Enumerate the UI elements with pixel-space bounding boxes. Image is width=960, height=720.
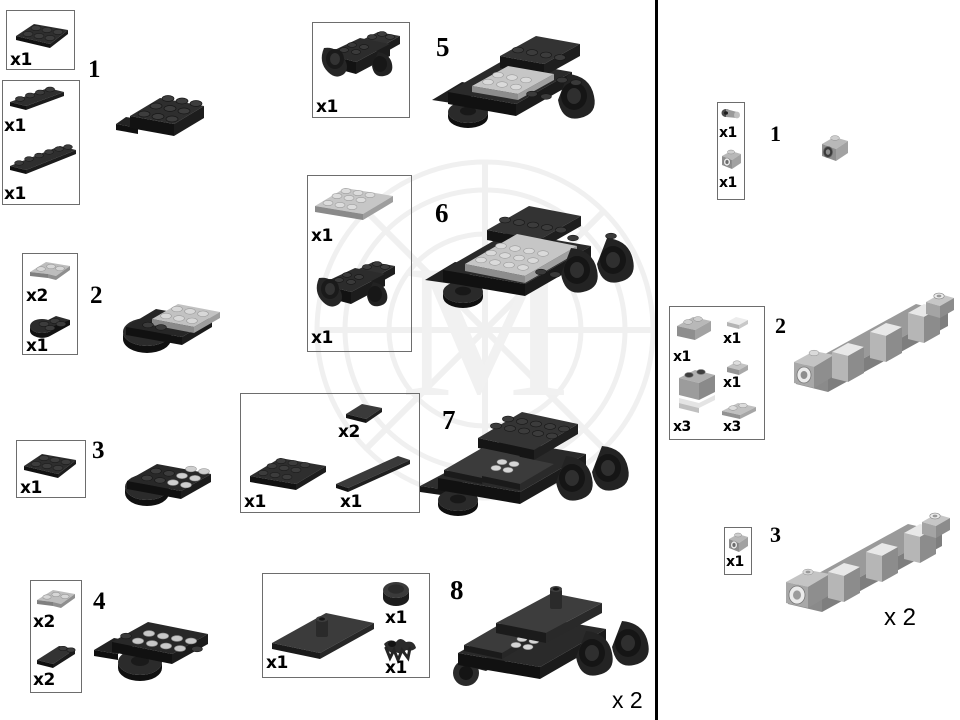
parts-box-left-1b bbox=[2, 80, 80, 205]
step-number-mid-6: 6 bbox=[435, 198, 449, 228]
parts-box-mid-5 bbox=[312, 22, 410, 118]
part-brick-1x1-hole-grey-3 bbox=[726, 529, 752, 557]
part-plate-4x6-with-pin bbox=[268, 605, 380, 667]
qty-right-2-3: x1 bbox=[723, 375, 741, 391]
qty-mid-7-3: x1 bbox=[340, 492, 362, 512]
qty-mid-8-2: x1 bbox=[385, 608, 407, 628]
multiplier-mid-8: x 2 bbox=[612, 687, 643, 713]
part-bracket-grey bbox=[673, 368, 719, 420]
assembly-left-2 bbox=[112, 285, 237, 363]
part-slope-black bbox=[33, 638, 79, 670]
part-plate-round-end-black bbox=[26, 310, 76, 342]
step-number-right-2: 2 bbox=[775, 313, 786, 338]
part-plate-2x6-black-7 bbox=[246, 450, 332, 494]
step-number-left-3: 3 bbox=[92, 437, 105, 464]
step-number-left-1: 1 bbox=[88, 56, 101, 83]
assembly-right-2 bbox=[788, 292, 960, 418]
qty-left-4-2: x2 bbox=[33, 670, 55, 690]
part-plate-2x4-black bbox=[12, 14, 72, 52]
part-tile-1x8-black bbox=[332, 450, 412, 496]
step-number-mid-8: 8 bbox=[450, 575, 464, 605]
step-number-mid-5: 5 bbox=[436, 32, 450, 62]
parts-box-right-2 bbox=[669, 306, 765, 440]
assembly-mid-5 bbox=[432, 30, 607, 135]
qty-left-3-1: x1 bbox=[20, 478, 42, 498]
step-number-right-3: 3 bbox=[770, 522, 781, 547]
part-brick-1x1-hole-grey bbox=[719, 146, 745, 172]
part-pin-grey bbox=[719, 104, 743, 126]
part-plate-1x4-black bbox=[6, 84, 68, 114]
qty-left-1a-1: x1 bbox=[10, 50, 32, 70]
part-round-brick-black bbox=[378, 578, 414, 612]
parts-box-left-4 bbox=[30, 580, 82, 693]
qty-right-2-5: x3 bbox=[723, 419, 741, 435]
qty-mid-6-2: x1 bbox=[311, 328, 333, 348]
part-wedge-plate-grey bbox=[26, 256, 74, 284]
step-number-mid-7: 7 bbox=[442, 405, 456, 435]
qty-mid-8-3: x1 bbox=[385, 658, 407, 678]
parts-box-right-1 bbox=[717, 102, 745, 200]
qty-right-3-1: x1 bbox=[726, 554, 744, 570]
assembly-left-1 bbox=[108, 84, 218, 154]
qty-mid-5-1: x1 bbox=[316, 97, 338, 117]
parts-box-left-2 bbox=[22, 253, 78, 355]
step-number-left-4: 4 bbox=[93, 588, 106, 615]
assembly-left-3 bbox=[115, 443, 230, 511]
qty-right-2-1: x1 bbox=[673, 349, 691, 365]
qty-right-1-2: x1 bbox=[719, 175, 737, 191]
assembly-right-1 bbox=[818, 130, 858, 168]
parts-box-left-3 bbox=[16, 440, 86, 498]
part-clip-element-black bbox=[378, 632, 422, 665]
part-plate-2x6-grey bbox=[311, 180, 399, 224]
assembly-mid-8 bbox=[440, 575, 655, 705]
part-wedge-plate-grey-step4 bbox=[33, 584, 79, 612]
assembly-left-4 bbox=[90, 608, 230, 690]
step-number-right-1: 1 bbox=[770, 121, 781, 146]
qty-mid-7-1: x2 bbox=[338, 422, 360, 442]
qty-left-2-1: x2 bbox=[26, 286, 48, 306]
qty-right-2-2: x1 bbox=[723, 331, 741, 347]
part-plate-1x2-grey bbox=[718, 398, 762, 424]
assembly-right-3 bbox=[780, 508, 958, 638]
multiplier-right-3: x 2 bbox=[884, 604, 917, 631]
part-plate-1x6-black bbox=[6, 142, 78, 176]
part-wheel-holder-black-5 bbox=[316, 26, 408, 88]
part-tile-1x1-white bbox=[723, 312, 753, 334]
qty-right-1-1: x1 bbox=[719, 125, 737, 141]
qty-mid-8-1: x1 bbox=[266, 653, 288, 673]
part-brick-1x2-grey bbox=[673, 312, 717, 346]
parts-box-mid-8 bbox=[262, 573, 430, 678]
qty-left-1b-1: x1 bbox=[4, 116, 26, 136]
parts-box-left-1a bbox=[6, 10, 75, 70]
part-wheel-holder-black-6 bbox=[311, 256, 405, 322]
step-number-left-2: 2 bbox=[90, 282, 103, 309]
qty-left-1b-2: x1 bbox=[4, 184, 26, 204]
qty-right-2-4: x3 bbox=[673, 419, 691, 435]
qty-mid-7-2: x1 bbox=[244, 492, 266, 512]
parts-box-right-3 bbox=[724, 527, 752, 575]
qty-left-2-2: x1 bbox=[26, 336, 48, 356]
assembly-mid-6 bbox=[425, 196, 640, 326]
qty-mid-6-1: x1 bbox=[311, 226, 333, 246]
part-plate-2x4-black-step3 bbox=[20, 444, 82, 482]
panel-divider bbox=[655, 0, 658, 720]
qty-left-4-1: x2 bbox=[33, 612, 55, 632]
part-plate-1x1-grey bbox=[723, 356, 753, 380]
